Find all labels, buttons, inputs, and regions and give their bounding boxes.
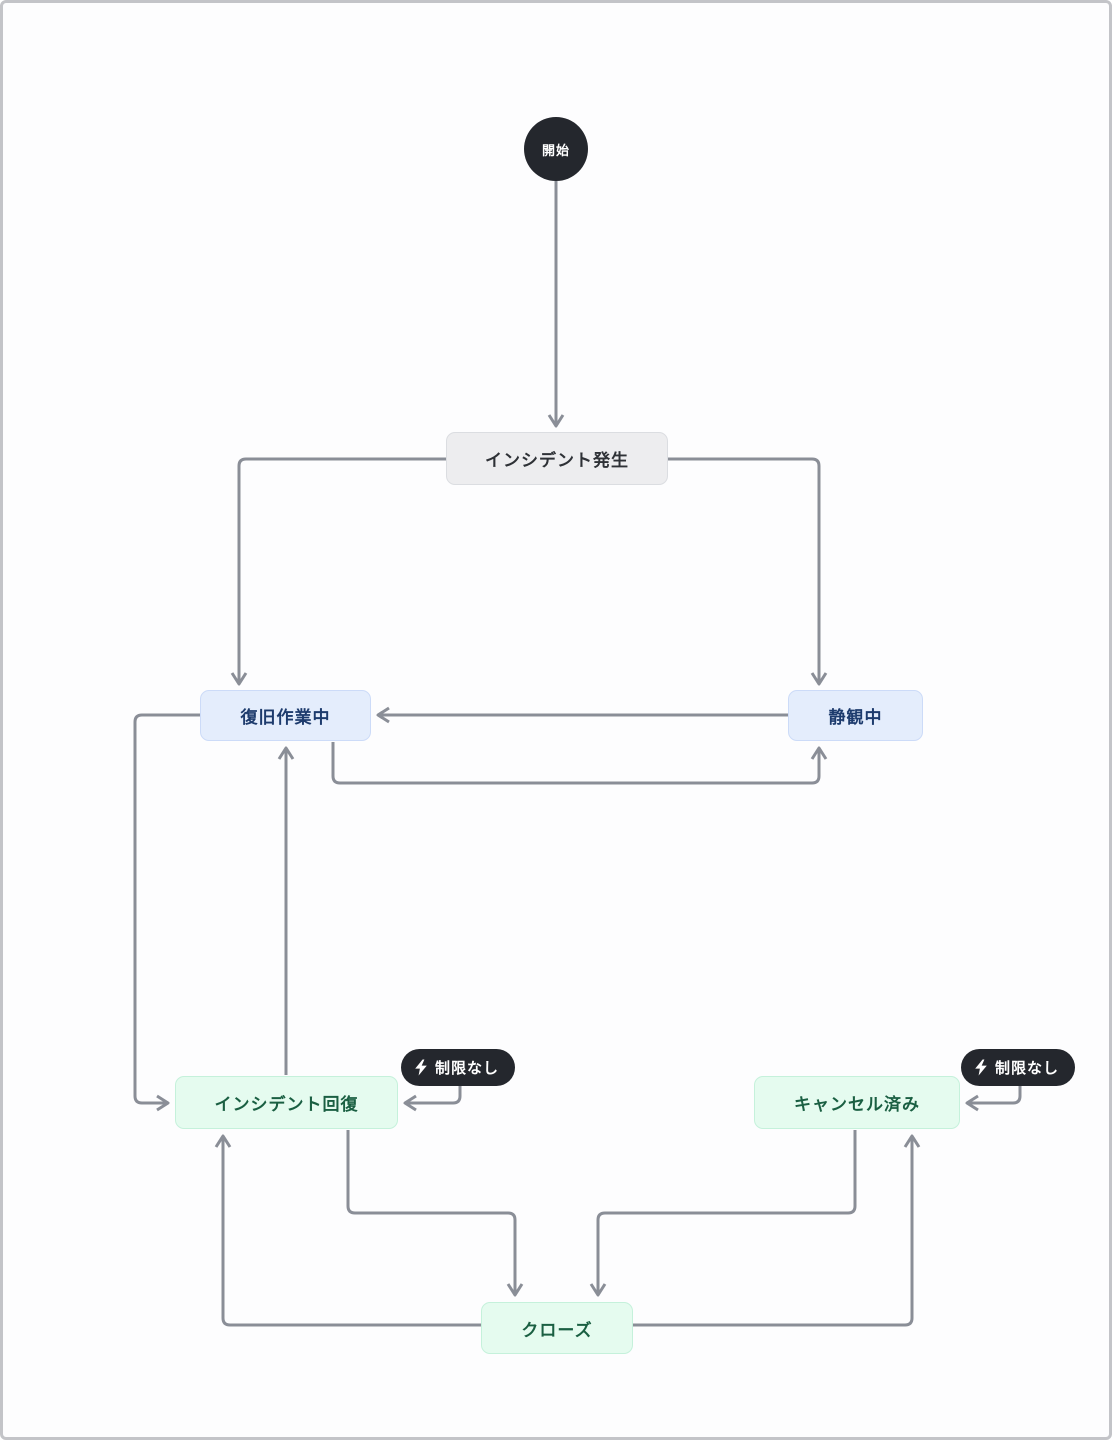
no-limit-badge-cancelled[interactable]: 制限なし <box>961 1049 1076 1086</box>
node-closed[interactable]: クローズ <box>481 1302 633 1354</box>
node-incident-recovered[interactable]: インシデント回復 <box>175 1076 398 1129</box>
edge-closed-to-cancelled <box>633 1134 921 1327</box>
lightning-icon <box>415 1059 427 1076</box>
no-limit-badge-recovered[interactable]: 制限なし <box>401 1049 516 1086</box>
no-limit-badge-label: 制限なし <box>995 1060 1060 1077</box>
edge-incident-occurred-to-watching <box>668 457 828 686</box>
edge-recovering-to-watching <box>331 742 828 785</box>
edge-closed-to-incident-recovered <box>214 1134 481 1327</box>
node-recovering[interactable]: 復旧作業中 <box>200 690 371 741</box>
edge-badge-to-incident-recovered <box>403 1086 462 1112</box>
lightning-icon <box>975 1059 987 1076</box>
edge-incident-recovered-to-closed <box>346 1130 524 1297</box>
node-cancelled[interactable]: キャンセル済み <box>754 1076 960 1129</box>
node-recovering-label: 復旧作業中 <box>240 708 331 727</box>
node-cancelled-label: キャンセル済み <box>794 1095 920 1114</box>
node-closed-label: クローズ <box>521 1320 593 1340</box>
edge-cancelled-to-closed <box>589 1130 857 1297</box>
node-start-label: 開始 <box>541 142 570 158</box>
node-incident-recovered-label: インシデント回復 <box>214 1095 359 1114</box>
edge-badge-to-cancelled <box>965 1086 1022 1112</box>
node-start[interactable]: 開始 <box>524 117 588 181</box>
edge-recovering-to-incident-recovered <box>133 713 200 1112</box>
node-watching-label: 静観中 <box>828 708 883 727</box>
node-incident-occurred[interactable]: インシデント発生 <box>446 432 668 485</box>
edges-layer <box>133 181 1022 1327</box>
node-incident-occurred-label: インシデント発生 <box>485 451 629 470</box>
no-limit-badge-label: 制限なし <box>435 1060 500 1077</box>
edge-incident-occurred-to-recovering <box>230 457 446 686</box>
node-watching[interactable]: 静観中 <box>788 690 923 741</box>
